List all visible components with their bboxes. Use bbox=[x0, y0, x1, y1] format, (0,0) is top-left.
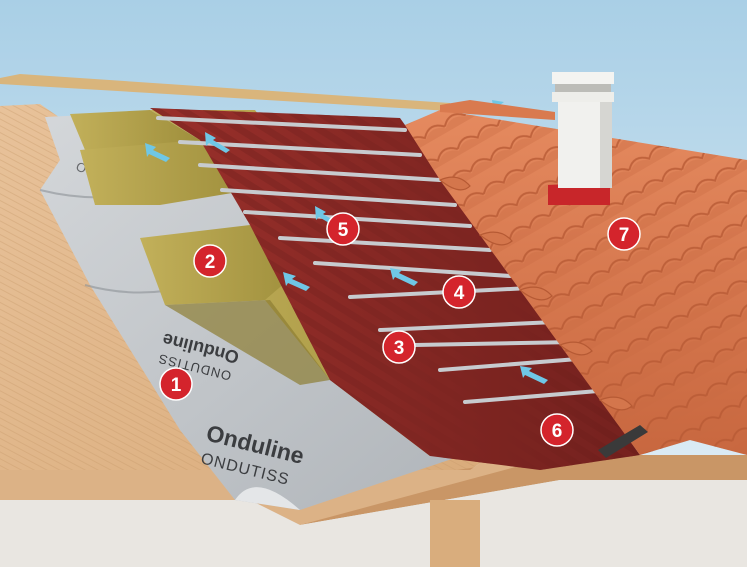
svg-text:4: 4 bbox=[454, 283, 465, 304]
svg-text:2: 2 bbox=[205, 252, 216, 273]
support-post bbox=[430, 500, 480, 567]
ridge-beam bbox=[0, 74, 450, 111]
insulation-board-top bbox=[70, 110, 200, 150]
tile-edge bbox=[438, 176, 633, 411]
layer-badge-2: 2 bbox=[193, 244, 227, 278]
chimney bbox=[548, 72, 614, 205]
svg-text:5: 5 bbox=[338, 220, 349, 241]
layer-badge-1: 1 bbox=[159, 367, 193, 401]
layer-badge-7: 7 bbox=[607, 217, 641, 251]
insulation-board-upper bbox=[80, 140, 250, 205]
svg-text:6: 6 bbox=[552, 421, 563, 442]
layer-badge-3: 3 bbox=[382, 330, 416, 364]
svg-text:3: 3 bbox=[394, 338, 405, 359]
ground bbox=[0, 480, 747, 567]
layer-badge-4: 4 bbox=[442, 275, 476, 309]
layer-badge-6: 6 bbox=[540, 413, 574, 447]
svg-text:7: 7 bbox=[619, 225, 630, 246]
layer-badge-5: 5 bbox=[326, 212, 360, 246]
svg-text:1: 1 bbox=[171, 375, 182, 396]
deck-fascia bbox=[250, 455, 747, 525]
ridge-tiles bbox=[440, 100, 555, 120]
membrane-curl bbox=[235, 487, 300, 510]
eave-vent-clip bbox=[598, 425, 648, 458]
